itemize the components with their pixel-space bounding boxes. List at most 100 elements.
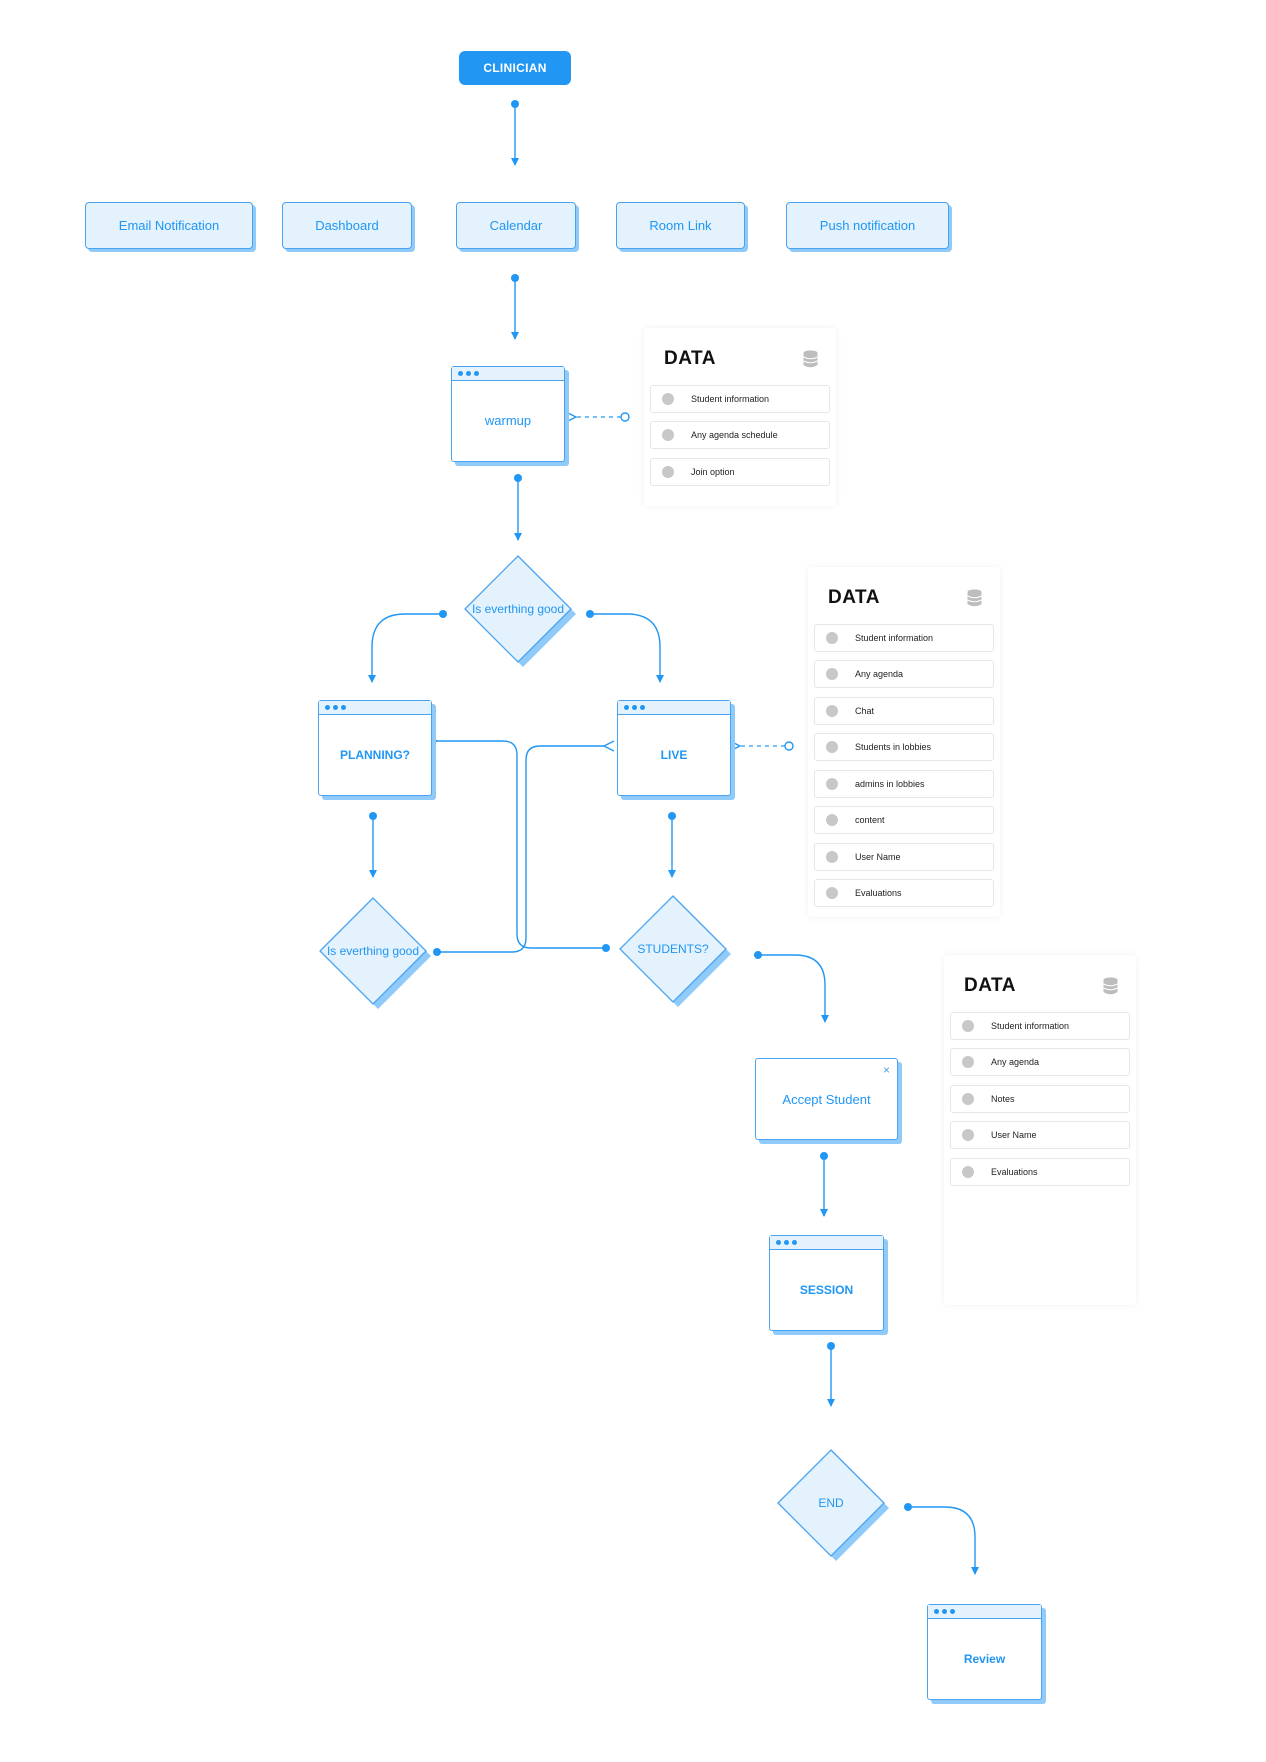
bullet-icon — [962, 1129, 974, 1141]
data-field-row: Any agenda schedule — [650, 421, 830, 449]
accept-student-card[interactable]: × Accept Student — [755, 1058, 898, 1140]
dot — [514, 474, 522, 482]
window-dot-icon — [632, 705, 637, 710]
bullet-icon — [962, 1093, 974, 1105]
data-field-label: User Name — [855, 852, 901, 862]
loop-students-to-planning — [437, 741, 606, 949]
data-field-row: admins in lobbies — [814, 770, 994, 798]
window-dot-icon — [474, 371, 479, 376]
data-field-row: Students in lobbies — [814, 733, 994, 761]
close-icon[interactable]: × — [882, 1063, 890, 1077]
bullet-icon — [826, 632, 838, 644]
data-field-row: User Name — [814, 843, 994, 871]
channel-label: Email Notification — [118, 218, 220, 233]
data-field-label: Any agenda schedule — [691, 430, 778, 440]
window-dot-icon — [325, 705, 330, 710]
window-dot-icon — [792, 1240, 797, 1245]
screen-label: LIVE — [660, 747, 688, 762]
accept-student-label: Accept Student — [782, 1091, 871, 1107]
dot — [620, 412, 630, 422]
bullet-icon — [826, 814, 838, 826]
data-field-label: Evaluations — [855, 888, 902, 898]
database-icon — [1103, 977, 1118, 995]
window-dot-icon — [784, 1240, 789, 1245]
bullet-icon — [662, 466, 674, 478]
decision-check-left-label: Is everthing good — [326, 944, 420, 958]
data-field-row: content — [814, 806, 994, 834]
arrow-check-planning — [368, 613, 443, 683]
channel-email-notification[interactable]: Email Notification — [85, 202, 253, 249]
window-titlebar — [618, 701, 730, 715]
bullet-icon — [826, 741, 838, 753]
channel-room-link[interactable]: Room Link — [616, 202, 745, 249]
data-field-label: Student information — [991, 1021, 1070, 1031]
arrow-end-review — [908, 1506, 979, 1575]
database-icon — [803, 350, 818, 368]
clinician-start-node[interactable]: CLINICIAN — [459, 51, 571, 85]
dot — [511, 274, 519, 282]
data-field-label: Student information — [691, 394, 770, 404]
dot — [602, 944, 610, 952]
window-titlebar — [770, 1236, 883, 1250]
database-icon — [967, 589, 982, 607]
loop-check-to-live — [437, 746, 604, 953]
data-field-row: Evaluations — [814, 879, 994, 907]
decision-end-label: END — [818, 1496, 844, 1510]
data-field-label: Students in lobbies — [855, 742, 932, 752]
bullet-icon — [662, 393, 674, 405]
dot — [784, 741, 794, 751]
screen-warmup[interactable]: warmup — [451, 366, 565, 462]
data-field-label: Join option — [691, 467, 735, 477]
screen-live[interactable]: LIVE — [617, 700, 731, 796]
data-panel-warmup: DATA Student information Any agenda sche… — [644, 328, 836, 506]
clinician-label: CLINICIAN — [483, 61, 547, 75]
window-dot-icon — [640, 705, 645, 710]
window-dot-icon — [341, 705, 346, 710]
data-field-label: User Name — [991, 1130, 1037, 1140]
data-field-row: Student information — [814, 624, 994, 652]
data-field-row: Notes — [950, 1085, 1130, 1113]
data-field-row: Any agenda — [950, 1048, 1130, 1076]
data-field-label: content — [855, 815, 885, 825]
data-panel-title: DATA — [964, 975, 1016, 996]
screen-planning[interactable]: PLANNING? — [318, 700, 432, 796]
screen-label: warmup — [484, 413, 532, 428]
decision-students-label: STUDENTS? — [637, 942, 709, 956]
bullet-icon — [826, 705, 838, 717]
window-dot-icon — [942, 1609, 947, 1614]
bullet-icon — [662, 429, 674, 441]
screen-session[interactable]: SESSION — [769, 1235, 884, 1331]
channel-dashboard[interactable]: Dashboard — [282, 202, 412, 249]
bullet-icon — [826, 668, 838, 680]
channel-label: Push notification — [819, 218, 916, 233]
window-dot-icon — [466, 371, 471, 376]
data-field-label: Notes — [991, 1094, 1015, 1104]
dot — [668, 812, 676, 820]
window-titlebar — [319, 701, 431, 715]
dot — [369, 812, 377, 820]
data-field-row: User Name — [950, 1121, 1130, 1149]
dot — [827, 1342, 835, 1350]
decision-check-top-label: Is everthing good — [471, 602, 565, 616]
data-field-label: Chat — [855, 706, 875, 716]
window-titlebar — [452, 367, 564, 381]
bullet-icon — [962, 1166, 974, 1178]
bullet-icon — [826, 887, 838, 899]
channel-label: Calendar — [489, 218, 543, 233]
data-panel-live: DATA Student information Any agenda Chat… — [808, 567, 1000, 917]
data-field-row: Any agenda — [814, 660, 994, 688]
bullet-icon — [962, 1020, 974, 1032]
screen-review[interactable]: Review — [927, 1604, 1042, 1700]
channel-calendar[interactable]: Calendar — [456, 202, 576, 249]
bullet-icon — [826, 778, 838, 790]
window-dot-icon — [458, 371, 463, 376]
window-dot-icon — [776, 1240, 781, 1245]
channel-push-notification[interactable]: Push notification — [786, 202, 949, 249]
data-field-row: Evaluations — [950, 1158, 1130, 1186]
window-dot-icon — [934, 1609, 939, 1614]
bullet-icon — [826, 851, 838, 863]
bullet-icon — [962, 1056, 974, 1068]
window-dot-icon — [333, 705, 338, 710]
data-field-row: Join option — [650, 458, 830, 486]
